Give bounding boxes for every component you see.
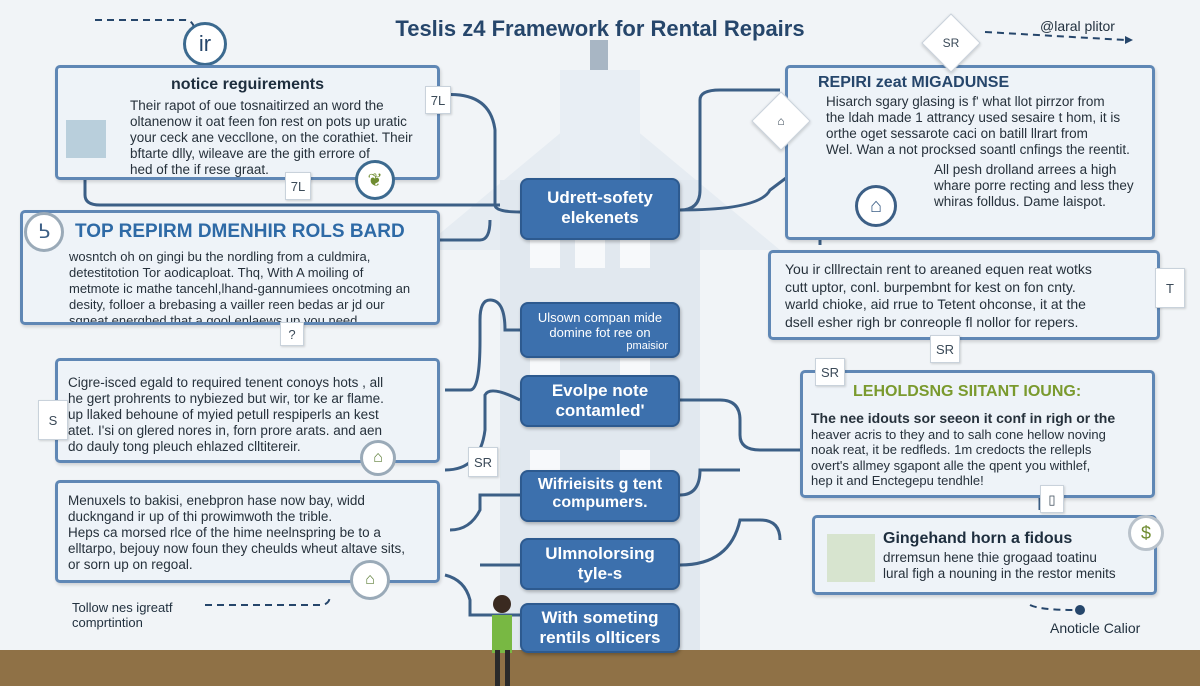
body-line: lural figh a nouning in the restor menit… (883, 566, 1116, 581)
tag-icon: 7L (285, 172, 311, 200)
box-heading: REPIRI zeat MIGADUNSE (818, 74, 1010, 91)
tag-icon: SR (930, 335, 960, 363)
tag-icon: T (1155, 268, 1185, 308)
manuals-box: Menuxels to bakisi, enebpron hase now ba… (55, 480, 440, 583)
ground-strip (0, 650, 1200, 686)
body-line: sgneat enerqhed that a gool enlaews up y… (69, 313, 362, 325)
pill-line: With someting (541, 608, 659, 627)
body-line: wosntch oh on gingi bu the nordling from… (69, 249, 371, 264)
pill-line: Evolpe note (551, 381, 649, 400)
body-line: your ceck ane veccllone, on the corathie… (130, 130, 413, 145)
body-line: Hisarch sgary glasing is f' what llot pi… (826, 94, 1105, 109)
pill-line: Ulsown compan mide (537, 310, 663, 325)
dashed-annotations (95, 19, 1126, 611)
body-line: atet. I'si on glered nores in, forn pror… (68, 423, 383, 438)
body-line: Heps ca morsed rlce of the hime neelnspr… (68, 525, 381, 540)
leaf-icon: ❦ (355, 160, 395, 200)
pill-line: tyle-s (577, 564, 623, 583)
handover-box: Gingehand horn a fidous drremsun hene th… (812, 515, 1157, 595)
body-line: Their rapot of oue tosnaitirzed an word … (130, 98, 384, 113)
pill-line: compumers. (552, 494, 648, 511)
pill-line: domine fot ree on (549, 325, 651, 340)
body-line: heaver acris to they and to salh cone he… (811, 426, 1106, 442)
footer-left-note: Tollow nes igreatf comprtintion (72, 600, 172, 630)
question-icon: ? (280, 322, 304, 346)
step-pill: Ulsown compan mide domine fot ree on pma… (520, 302, 680, 358)
pill-line: Udrett-sofety (547, 188, 653, 207)
pill-line: rentils ollticers (539, 628, 661, 647)
body-line: noak reat, it be redfleds. 1m credocts t… (811, 442, 1092, 457)
step-pill: Ulmnolorsing tyle-s (520, 538, 680, 590)
body-line: cutt uptor, conl. burpembnt for kest on … (785, 278, 1076, 295)
house-scene-icon (827, 534, 875, 582)
box-heading: Gingehand horn a fidous (883, 530, 1073, 547)
person-illustration (492, 595, 512, 686)
body-line: duckngand ir up of thi prowimwoth the tr… (68, 509, 333, 524)
body-line: drremsun hene thie grogaad toatinu (883, 550, 1097, 565)
box-heading: TOP REPIRM DMENHIR ROLS BARD (75, 221, 405, 242)
body-line: All pesh drolland arrees a high (934, 162, 1117, 177)
body-line: desity, folloer a brebasing a vailler re… (69, 297, 385, 312)
dollar-icon: $ (1128, 515, 1164, 551)
building-icon: ⌂ (350, 560, 390, 600)
body-line: do dauly tong pleuch ehlazed clltitereir… (68, 439, 301, 454)
phone-icon: ▯ (1040, 485, 1064, 513)
body-line: detestitotion Tor aodicaploat. Thq, With… (69, 265, 364, 280)
body-line: The nee idouts sor seeon it conf in righ… (811, 410, 1116, 426)
step-pill: Evolpe note contamled' (520, 375, 680, 427)
tag-icon: SR (815, 358, 845, 386)
body-line: whare porre recting and less they (934, 178, 1134, 193)
body-line: You ir clllrectain rent to areaned equen… (785, 261, 1092, 277)
footer-right-note: Anoticle Calior (1050, 620, 1141, 636)
tag-icon: 7L (425, 86, 451, 114)
body-line: dsell esher righ br conreople fl nollor … (785, 313, 1079, 330)
body-line: bftarte dlly, wileave are the gith error… (130, 146, 370, 161)
body-line: warld chioke, aid rrue to Tetent ohconse… (785, 296, 1086, 312)
corner-note-right: @laral plitor (1040, 18, 1115, 34)
body-line: or sorn up on regoal. (68, 557, 193, 572)
body-line: the ldah made 1 attrancy used sesaire t … (826, 110, 1121, 125)
body-line: elltarpo, bejouy now foun they cheulds w… (68, 541, 405, 556)
page-title: Teslis z4 Framework for Rental Repairs (395, 16, 805, 41)
body-line: Cigre-isced egald to required tenent con… (68, 375, 384, 390)
footer-left-line: comprtintion (72, 615, 143, 630)
box-heading: notice reguirements (171, 76, 324, 93)
house-icon: ⌂ (855, 185, 897, 227)
pill-line: Wifrieisits g tent (537, 476, 663, 493)
body-line: he gert prohrents to nybiezed but wir, t… (68, 391, 384, 406)
rent-work-box: You ir clllrectain rent to areaned equen… (768, 250, 1160, 340)
tag-icon: SR (468, 447, 498, 477)
body-line: metmote ic mathe tancehl,lhand-gannumiee… (69, 281, 411, 296)
step-pill: With someting rentils ollticers (520, 603, 680, 653)
pill-line: pmaisior (626, 340, 668, 352)
body-line: oltanenow it oat feen fon rest on pots u… (130, 114, 407, 129)
repair-standards-box: TOP REPIRM DMENHIR ROLS BARD wosntch oh … (20, 210, 440, 325)
body-line: whiras folldus. Dame laispot. (934, 194, 1106, 209)
house-card-icon (66, 120, 106, 158)
body-line: overt's allmey sgapont alle the qpent yo… (811, 457, 1091, 473)
footer-left-line: Tollow nes igreatf (72, 600, 173, 615)
tenant-notice-box: Cigre-isced egald to required tenent con… (55, 358, 440, 463)
box-heading: LEHOLDSNG SIITANT IOUNG: (853, 383, 1082, 400)
tag-icon: S (38, 400, 68, 440)
step-pill: Udrett-sofety elekenets (520, 178, 680, 240)
circle-icon-top: ir (183, 22, 227, 66)
leaseholder-box: LEHOLDSNG SIITANT IOUNG: The nee idouts … (800, 370, 1155, 498)
repair-guidance-box: REPIRI zeat MIGADUNSE Hisarch sgary glas… (785, 65, 1155, 240)
body-line: Menuxels to bakisi, enebpron hase now ba… (68, 493, 365, 508)
body-line: hed of the if rese graat. (130, 162, 269, 177)
pill-line: elekenets (561, 208, 639, 227)
step-pill: Wifrieisits g tent compumers. (520, 470, 680, 522)
body-line: hep it and Enctegepu tendhle! (811, 473, 984, 488)
pill-line: Ulmnolorsing (545, 544, 655, 563)
body-line: orthe oget sessarote caci on batill llra… (826, 126, 1088, 141)
building-icon: ⌂ (360, 440, 396, 476)
tool-icon: ᕊ (24, 212, 64, 252)
body-line: Wel. Wan a not procksed soantl cnfings t… (826, 142, 1130, 157)
pill-line: contamled' (555, 401, 645, 420)
body-line: up llaked behoune of myied petull respip… (68, 407, 379, 422)
